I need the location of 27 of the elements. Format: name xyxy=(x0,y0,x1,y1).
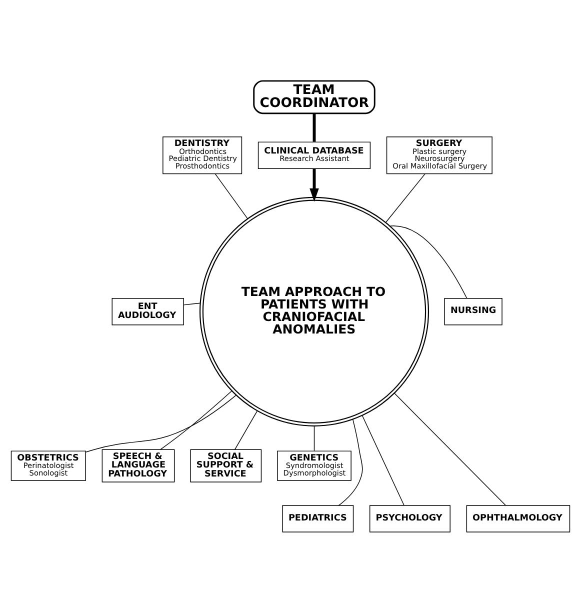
connector xyxy=(362,414,404,506)
connector xyxy=(312,112,316,142)
connector xyxy=(338,418,363,506)
connector xyxy=(85,394,236,452)
connector xyxy=(214,172,248,219)
node-box: PEDIATRICS xyxy=(282,504,354,532)
node-box: SPEECH & LANGUAGE PATHOLOGY xyxy=(102,448,175,482)
connector xyxy=(183,302,201,305)
connector xyxy=(234,410,258,450)
node-circle: TEAM APPROACH TO PATIENTS WITH CRANIOFACIAL ANOMALIES xyxy=(199,196,430,426)
node-box: SOCIAL SUPPORT & SERVICE xyxy=(190,448,262,482)
node-box: OPHTHALMOLOGY xyxy=(466,504,570,532)
connector xyxy=(394,392,506,506)
arrow xyxy=(310,168,319,202)
connector xyxy=(314,425,315,451)
connector xyxy=(386,172,426,222)
connector xyxy=(390,225,468,298)
node-box: GENETICS Syndromologist Dysmorphologist xyxy=(277,450,352,480)
node-box: SURGERY Plastic surgery Neurosurgery Oral Maxillofacial Surgery xyxy=(386,136,492,174)
node-box: ENT AUDIOLOGY xyxy=(112,298,184,325)
node-box: OBSTETRICS Perinatologist Sonologist xyxy=(10,450,86,480)
connector xyxy=(160,390,232,450)
node-box: CLINICAL DATABASE Research Assistant xyxy=(258,141,371,168)
node-box: TEAM COORDINATOR xyxy=(253,80,376,114)
node-box: PSYCHOLOGY xyxy=(369,504,450,532)
node-box: NURSING xyxy=(444,298,502,325)
node-box: DENTISTRY Orthodontics Pediatric Dentistry Prosthodontics xyxy=(162,136,242,174)
